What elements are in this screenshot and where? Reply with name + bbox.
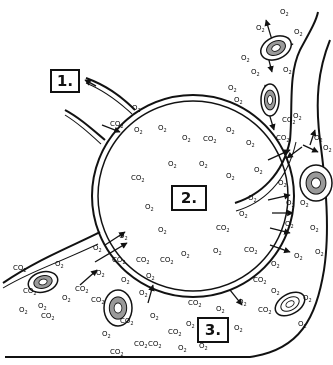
o2-label: O2 xyxy=(294,252,303,262)
o2-label: O2 xyxy=(213,247,222,257)
o2-label: O2 xyxy=(246,139,255,149)
o2-label: O2 xyxy=(315,248,324,258)
o2-label: O2 xyxy=(139,289,148,299)
o2-label: O2 xyxy=(323,144,332,154)
airway-wall-lower-inner xyxy=(65,115,101,144)
co2-label: CO2 xyxy=(75,285,89,295)
o2-label: O2 xyxy=(150,312,159,322)
o2-label: O2 xyxy=(182,134,191,144)
o2-label: O2 xyxy=(226,172,235,182)
o2-label: O2 xyxy=(228,84,237,94)
o2-label: O2 xyxy=(55,260,64,270)
o2-label: O2 xyxy=(294,28,303,38)
o2-label: O2 xyxy=(134,126,143,136)
label-3: 3. xyxy=(198,318,228,342)
co2-label: CO2 xyxy=(216,224,230,234)
svg-text:3.: 3. xyxy=(205,321,221,339)
o2-label: O2 xyxy=(199,160,208,170)
co2-label: CO2 xyxy=(148,340,162,350)
co2-label: CO2 xyxy=(91,296,105,306)
airway-wall-lower xyxy=(65,110,105,140)
o2-label: O2 xyxy=(241,54,250,64)
o2-label: O2 xyxy=(300,199,309,209)
o2-label: O2 xyxy=(181,250,190,260)
o2-label: O2 xyxy=(96,269,105,279)
o2-label: O2 xyxy=(158,226,167,236)
svg-text:1.: 1. xyxy=(57,72,73,90)
o2-label: O2 xyxy=(216,305,225,315)
o2-label: O2 xyxy=(168,160,177,170)
co2-label: CO2 xyxy=(203,135,217,145)
airway-wall-upper-inner xyxy=(86,83,132,114)
svg-text:2.: 2. xyxy=(181,189,197,207)
o2-label: O2 xyxy=(226,126,235,136)
o2-label: O2 xyxy=(158,124,167,134)
co2-label: CO2 xyxy=(168,328,182,338)
capillary-inner-wall xyxy=(3,142,296,288)
red-blood-cell xyxy=(261,84,279,116)
o2-label: O2 xyxy=(238,298,247,308)
o2-label: O2 xyxy=(199,342,208,352)
co2-label: CO2 xyxy=(244,246,258,256)
co2-label: CO2 xyxy=(136,256,150,266)
co2-label: CO2 xyxy=(41,312,55,322)
o2-label: O2 xyxy=(256,24,265,34)
o2-label: O2 xyxy=(283,66,292,76)
co2-label: CO2 xyxy=(131,174,145,184)
co2-label: CO2 xyxy=(134,340,148,350)
o2-label: O2 xyxy=(93,244,102,254)
o2-label: O2 xyxy=(239,210,248,220)
o2-label: O2 xyxy=(278,179,287,189)
diffusion-arrow xyxy=(80,270,97,285)
label-1: 1. xyxy=(51,70,79,92)
o2-label: O2 xyxy=(271,287,280,297)
o2-label: O2 xyxy=(186,320,195,330)
co2-label: CO2 xyxy=(160,256,174,266)
diffusion-arrow xyxy=(303,145,318,152)
o2-label: O2 xyxy=(119,232,128,242)
o2-label: O2 xyxy=(271,260,280,270)
o2-label: O2 xyxy=(310,224,319,234)
o2-label: O2 xyxy=(234,324,243,334)
o2-label: O2 xyxy=(62,294,71,304)
o2-label: O2 xyxy=(254,166,263,176)
co2-label: CO2 xyxy=(188,299,202,309)
label-2: 2. xyxy=(172,186,206,210)
o2-label: O2 xyxy=(248,194,257,204)
o2-label: O2 xyxy=(102,330,111,340)
airway-wall-upper xyxy=(86,78,135,110)
o2-label: O2 xyxy=(145,203,154,213)
o2-label: O2 xyxy=(19,306,28,316)
o2-label: O2 xyxy=(251,68,260,78)
co2-label: CO2 xyxy=(253,276,267,286)
o2-label: O2 xyxy=(178,344,187,354)
red-blood-cell xyxy=(257,31,295,64)
o2-label: O2 xyxy=(314,134,323,144)
o2-label: O2 xyxy=(38,302,47,312)
red-blood-cell xyxy=(300,165,332,201)
o2-label: O2 xyxy=(280,8,289,18)
diffusion-arrow xyxy=(266,20,272,40)
co2-label: CO2 xyxy=(258,306,272,316)
o2-label: O2 xyxy=(121,276,130,286)
